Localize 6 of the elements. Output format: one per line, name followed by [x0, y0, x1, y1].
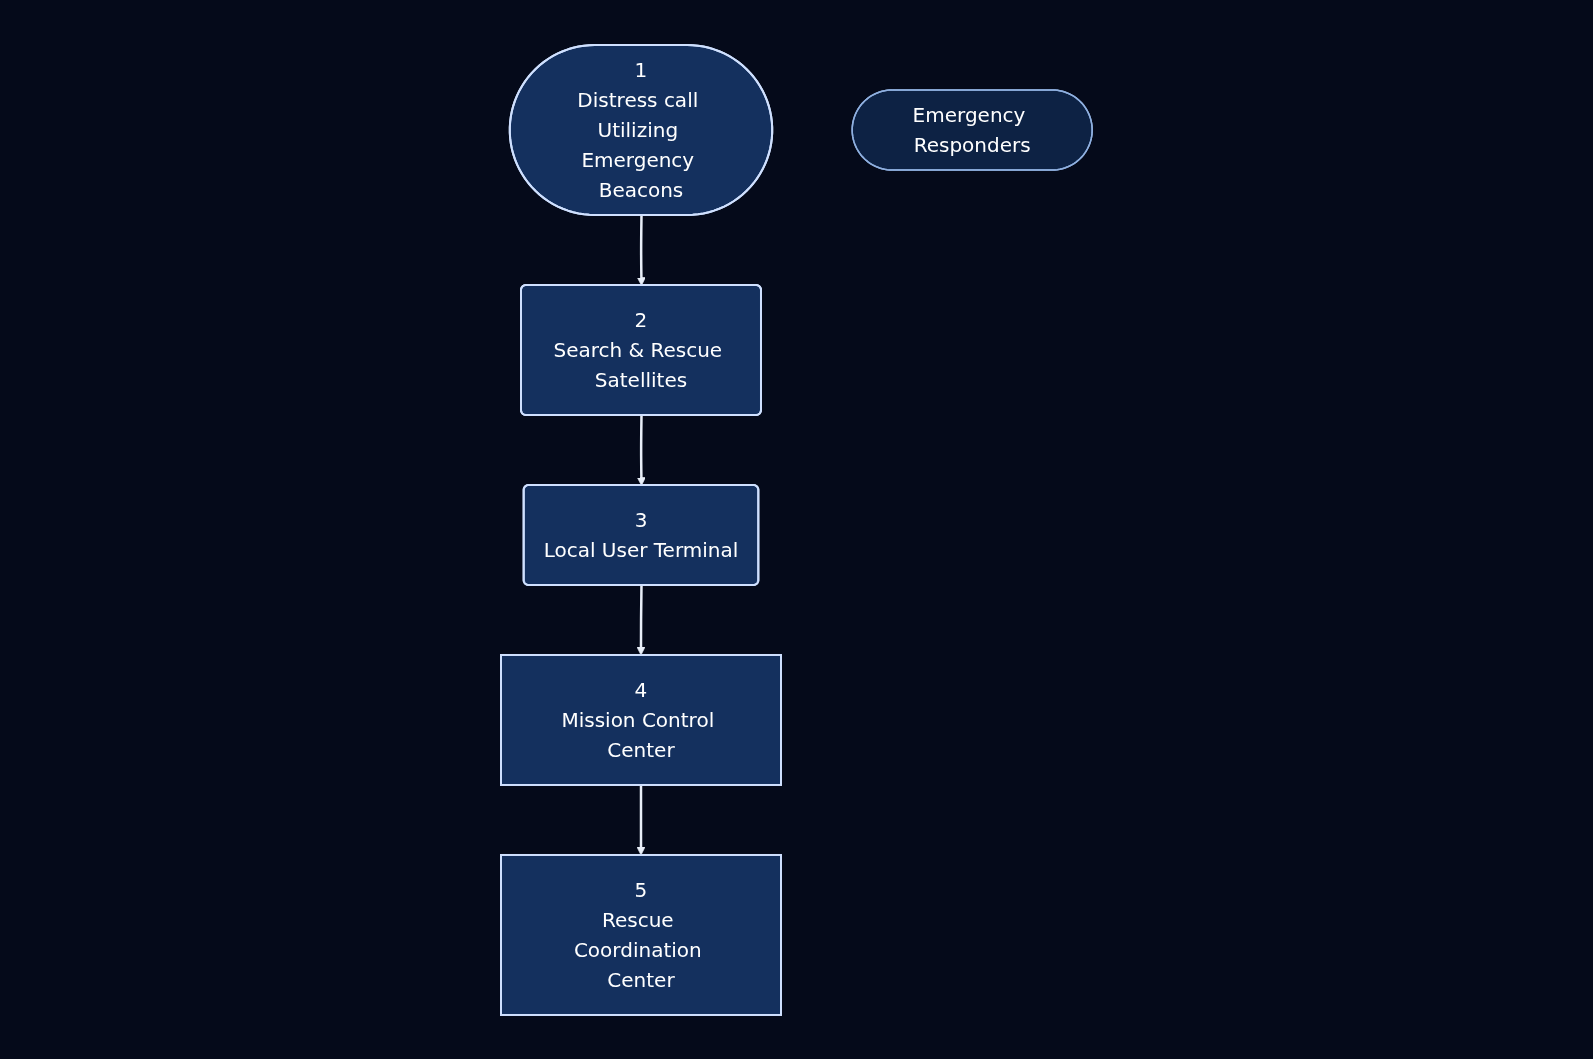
arrow	[636, 414, 646, 486]
arrow	[636, 784, 646, 855]
node-box: 5 Rescue Coordination Center	[499, 853, 782, 1016]
arrow	[636, 215, 646, 286]
arrow	[636, 584, 646, 655]
node-box: 4 Mission Control Center	[499, 653, 782, 786]
